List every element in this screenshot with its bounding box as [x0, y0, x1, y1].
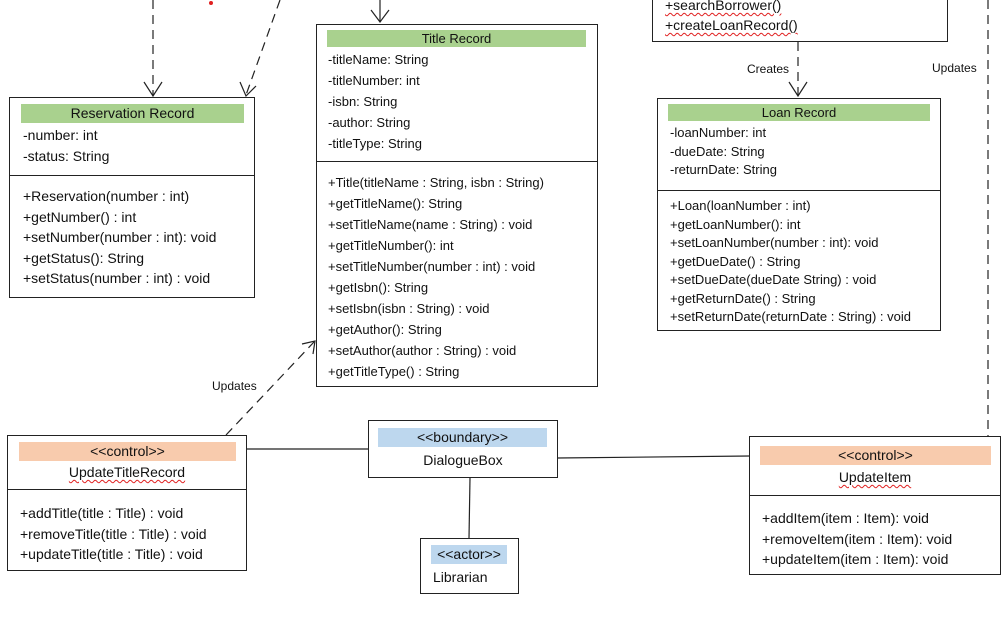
method-row: +getStatus(): String — [23, 249, 145, 266]
attribute-row: -dueDate: String — [670, 143, 765, 159]
method-row: +getReturnDate() : String — [670, 290, 816, 306]
method-row: +setNumber(number : int): void — [23, 229, 217, 245]
method-row: +updateTitle(title : Title) : void — [20, 546, 203, 562]
arrowhead-creates — [788, 81, 808, 98]
dependency-line-reservation-b — [245, 0, 281, 96]
method-row: +removeItem(item : Item): void — [762, 530, 953, 547]
method-row: +getTitleNumber(): int — [328, 238, 454, 253]
title-record-class: Title Record -titleName: String -titleNu… — [316, 24, 598, 387]
top-partial-method-list: +searchBorrower() +createLoanRecord() — [665, 0, 798, 35]
method-row: +setLoanNumber(number : int): void — [670, 235, 879, 250]
updates-label-right: Updates — [932, 61, 977, 75]
loan-record-title: Loan Record — [668, 104, 930, 121]
librarian-actor: <<actor>> Librarian — [420, 538, 519, 594]
title-record-title: Title Record — [327, 30, 586, 47]
update-title-record-separator — [8, 489, 246, 490]
update-title-record-stereotype: <<control>> — [19, 442, 236, 461]
arrowhead-updates-left — [301, 340, 316, 355]
update-item-class: <<control>> UpdateItem +addItem(item : I… — [749, 436, 1001, 575]
dialogue-box-stereotype: <<boundary>> — [378, 428, 547, 447]
association-dialogue-updateitem — [556, 455, 751, 459]
arrowhead-title-top — [370, 9, 390, 23]
attribute-row: -author: String — [328, 115, 411, 130]
method-row: +getLoanNumber(): int — [670, 216, 801, 232]
method-row: +Loan(loanNumber : int) — [670, 198, 811, 213]
arrowhead-reservation-b — [239, 81, 257, 98]
loan-method-list: +Loan(loanNumber : int) +getLoanNumber()… — [670, 197, 911, 327]
arrowhead-reservation-a — [143, 81, 163, 98]
method-row: +addTitle(title : Title) : void — [20, 505, 184, 521]
dialogue-box-class: <<boundary>> DialogueBox — [368, 420, 558, 478]
method-row: +Title(titleName : String, isbn : String… — [328, 175, 544, 190]
method-row: +setDueDate(dueDate String) : void — [670, 272, 877, 287]
method-row: +getIsbn(): String — [328, 280, 429, 295]
method-row: +removeTitle(title : Title) : void — [20, 525, 207, 542]
reservation-attribute-list: -number: int -status: String — [23, 125, 109, 167]
title-separator — [317, 161, 597, 162]
reservation-record-title: Reservation Record — [21, 104, 244, 123]
update-title-record-name: UpdateTitleRecord — [68, 464, 186, 480]
method-row: +setTitleNumber(number : int) : void — [328, 259, 536, 274]
method-row: +setAuthor(author : String) : void — [328, 343, 517, 358]
method-row: +setReturnDate(returnDate : String) : vo… — [670, 309, 911, 324]
update-item-stereotype: <<control>> — [760, 446, 991, 465]
attribute-row: -isbn: String — [328, 94, 398, 109]
top-method: +createLoanRecord() — [665, 17, 798, 33]
method-row: +setTitleName(name : String) : void — [328, 217, 533, 232]
attribute-row: -status: String — [23, 148, 110, 164]
update-item-method-list: +addItem(item : Item): void +removeItem(… — [762, 508, 952, 570]
attribute-row: -titleName: String — [328, 52, 429, 67]
title-attribute-list: -titleName: String -titleNumber: int -is… — [328, 49, 428, 154]
updates-line-left — [225, 341, 315, 436]
stray-dot — [209, 1, 213, 5]
top-partial-class: +searchBorrower() +createLoanRecord() — [652, 0, 948, 42]
loan-record-class: Loan Record -loanNumber: int -dueDate: S… — [657, 98, 941, 331]
reservation-separator — [10, 175, 254, 176]
method-row: +getDueDate() : String — [670, 253, 801, 269]
attribute-row: -titleType: String — [328, 136, 422, 151]
reservation-method-list: +Reservation(number : int) +getNumber() … — [23, 186, 216, 289]
method-row: +getTitleType() : String — [328, 364, 460, 379]
attribute-row: -loanNumber: int — [670, 125, 767, 140]
reservation-record-class: Reservation Record -number: int -status:… — [9, 97, 255, 298]
attribute-row: -number: int — [23, 127, 98, 143]
method-row: +Reservation(number : int) — [23, 188, 190, 204]
method-row: +getAuthor(): String — [328, 322, 442, 337]
dialogue-box-name: DialogueBox — [423, 452, 503, 468]
method-row: +setStatus(number : int) : void — [23, 270, 211, 286]
association-dialogue-librarian — [468, 477, 471, 539]
update-title-record-method-list: +addTitle(title : Title) : void +removeT… — [20, 503, 207, 565]
method-row: +setIsbn(isbn : String) : void — [328, 301, 490, 316]
top-method: +searchBorrower() — [665, 0, 782, 13]
update-item-name: UpdateItem — [838, 469, 912, 485]
method-row: +getTitleName(): String — [328, 196, 463, 211]
method-row: +updateItem(item : Item): void — [762, 551, 949, 567]
update-title-record-class: <<control>> UpdateTitleRecord +addTitle(… — [7, 435, 247, 571]
librarian-name: Librarian — [433, 569, 488, 585]
loan-attribute-list: -loanNumber: int -dueDate: String -retur… — [670, 124, 777, 180]
updates-label-left: Updates — [212, 379, 257, 393]
librarian-stereotype: <<actor>> — [431, 545, 507, 564]
title-method-list: +Title(titleName : String, isbn : String… — [328, 172, 544, 382]
attribute-row: -returnDate: String — [670, 162, 777, 177]
update-item-separator — [750, 495, 1000, 496]
method-row: +addItem(item : Item): void — [762, 510, 929, 526]
method-row: +getNumber() : int — [23, 208, 137, 225]
attribute-row: -titleNumber: int — [328, 73, 420, 88]
creates-label: Creates — [747, 62, 790, 76]
loan-separator — [658, 190, 940, 191]
